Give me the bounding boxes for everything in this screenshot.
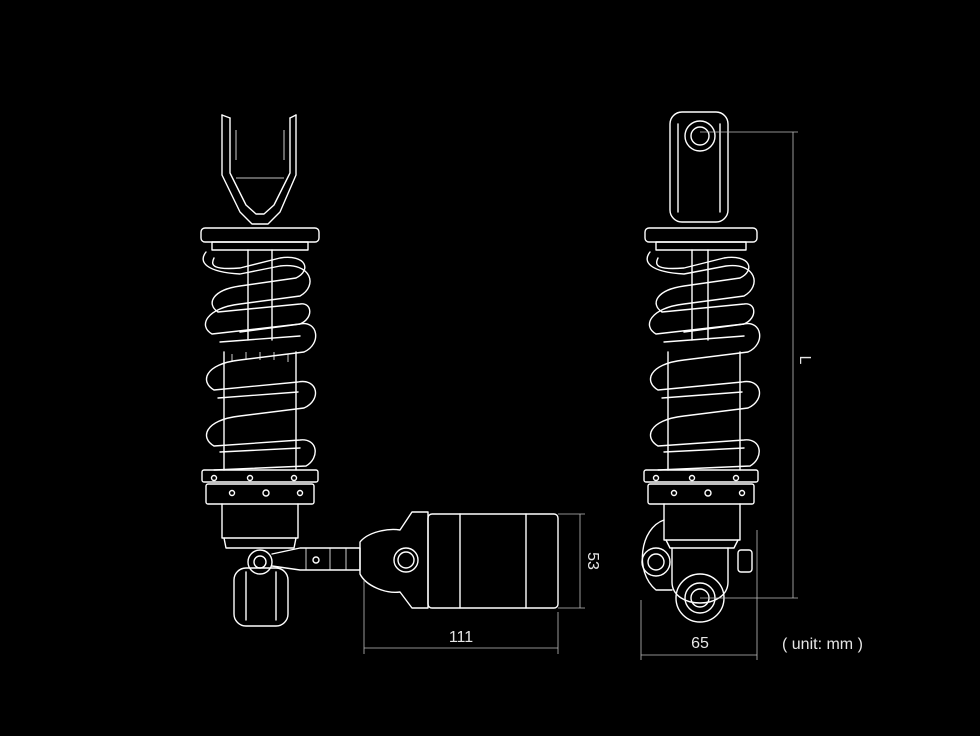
- side-view-shock: [641, 111, 761, 623]
- dimension-111-label: 111: [449, 629, 473, 646]
- unit-note: ( unit: mm ): [782, 636, 863, 653]
- dimension-L: L: [700, 131, 813, 599]
- dimension-L-label: L: [796, 356, 813, 365]
- dimension-65-label: 65: [691, 635, 709, 652]
- dimension-111: 111: [363, 580, 559, 654]
- dimension-53-label: 53: [584, 552, 601, 570]
- front-view-shock: [200, 114, 559, 627]
- dimension-53: 53: [558, 513, 601, 609]
- dimension-65: 65: [640, 530, 758, 660]
